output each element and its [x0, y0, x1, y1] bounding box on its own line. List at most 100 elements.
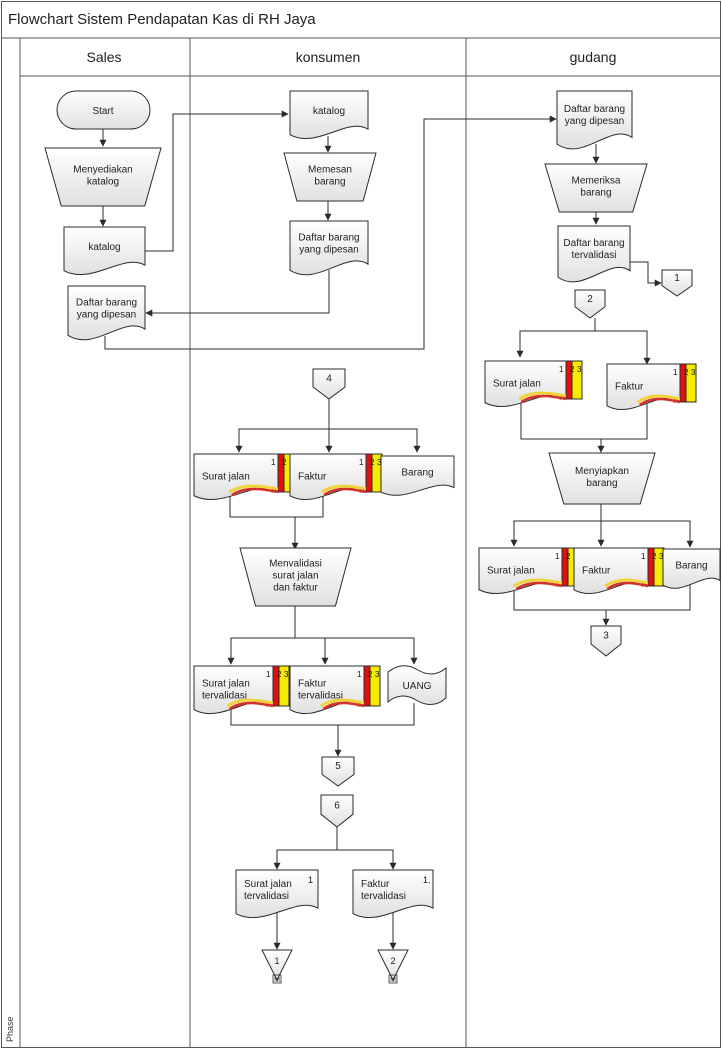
sales-katalog-doc-label: katalog [88, 242, 120, 253]
start-label: Start [92, 106, 113, 117]
menyediakan-katalog-op-label-line-1: Menyediakan [73, 165, 132, 176]
gudang-faktur2-doc-label: Faktur [582, 566, 611, 577]
phase-label: Phase [5, 1016, 15, 1042]
edge-split-barang [601, 520, 694, 548]
gudang-surat-jalan2-doc-copy-num-2: 2 [566, 552, 571, 561]
konsumen-daftar-doc-label-line-2: yang dipesan [299, 244, 359, 255]
konsumen-sj-val-doc-copy-num-3: 3 [284, 670, 289, 679]
edge-conn2-faktur [595, 330, 651, 365]
konsumen-faktur-doc-label: Faktur [298, 472, 327, 483]
file-archive-2-label: 2 [390, 956, 395, 966]
konsumen-faktur-val-doc-copy-num-2: 2 [368, 670, 373, 679]
gudang-faktur2-doc-copy-num-2: 2 [652, 552, 657, 561]
gudang-faktur2-doc-copy-num-3: 3 [659, 552, 664, 561]
edge-split-uang [325, 637, 418, 665]
menyiapkan-barang-op-label-line-2: barang [586, 478, 617, 489]
edge-gudang-docs-join [520, 401, 648, 440]
uang-label: UANG [403, 681, 432, 692]
menyiapkan-barang-op-label-line-1: Menyiapkan [575, 466, 629, 477]
edge-conn6-faktur [337, 849, 397, 870]
memesan-barang-op-label-line-2: barang [314, 177, 345, 188]
start-terminator: Start [56, 90, 151, 130]
menvalidasi-op-label-line-1: Menvalidasi [269, 559, 322, 570]
sales-daftar-doc-label-line-2: yang dipesan [77, 309, 137, 320]
konsumen-faktur-val-doc-label-line-1: Faktur [298, 679, 327, 690]
konsumen-sj-val2-doc-label-line-2: tervalidasi [244, 891, 289, 902]
konsumen-faktur-val-doc-copy-num-1: 1 [357, 670, 362, 679]
konsumen-faktur-val-doc-copy-num-3: 3 [375, 670, 380, 679]
gudang-surat-jalan-doc-copy-num-1: 1 [559, 365, 564, 374]
edge-conn4-barang [329, 428, 421, 453]
lane-konsumen-header: konsumen [296, 49, 361, 65]
lane-gudang-header: gudang [570, 49, 617, 65]
gudang-faktur2-doc-copy-num-1: 1 [641, 552, 646, 561]
lane-sales-header: Sales [86, 49, 121, 65]
edge-menyiapkan-split [510, 504, 602, 547]
menvalidasi-op-label-line-3: dan faktur [273, 583, 318, 594]
konsumen-barang-doc: Barang [380, 455, 455, 496]
file-archive-2: 2M [377, 949, 409, 984]
connector-4: 4 [312, 368, 346, 400]
edge-gudang-bottom-join [513, 582, 691, 611]
connector-3: 3 [590, 625, 622, 657]
gudang-surat-jalan2-doc-copy-num-1: 1 [555, 552, 560, 561]
konsumen-faktur-val-doc-label-line-2: tervalidasi [298, 691, 343, 702]
memeriksa-barang-op-label-line-2: barang [580, 188, 611, 199]
menvalidasi-op-label-line-2: surat jalan [272, 571, 318, 582]
edge-katalog-to-konsumen [145, 110, 289, 252]
menyediakan-katalog-op-label-line-2: katalog [87, 177, 119, 188]
file-archive-1: 1M [261, 949, 293, 984]
konsumen-surat-jalan-doc-copy-num-2: 2 [282, 458, 287, 467]
file-archive-1-mark: M [274, 977, 280, 984]
konsumen-surat-jalan-doc-copy-num-1: 1 [271, 458, 276, 467]
memesan-barang-op-label-line-1: Memesan [308, 165, 352, 176]
gudang-surat-jalan2-doc-label: Surat jalan [487, 566, 535, 577]
konsumen-faktur-doc-copy-num-3: 3 [377, 458, 382, 467]
konsumen-faktur-val2-doc-label-line-1: Faktur [361, 879, 390, 890]
konsumen-faktur-val2-doc-label-line-2: tervalidasi [361, 891, 406, 902]
memeriksa-barang-op-label-line-1: Memeriksa [572, 176, 621, 187]
konsumen-daftar-doc-label-line-1: Daftar barang [298, 232, 359, 243]
gudang-surat-jalan-doc-label: Surat jalan [493, 379, 541, 390]
uang-doc: UANG [387, 665, 447, 706]
edge-split-faktur-val [295, 637, 329, 665]
connector-5-label: 5 [335, 761, 341, 772]
konsumen-katalog-doc-label: katalog [313, 106, 345, 117]
sales-daftar-doc-label-line-1: Daftar barang [76, 297, 137, 308]
konsumen-faktur-val2-doc-copy-num: 1. [423, 875, 431, 885]
edge-conn4-split [235, 394, 330, 453]
edge-conn2-split [516, 318, 596, 358]
gudang-barang-doc-label: Barang [675, 560, 707, 571]
konsumen-sj-val2-doc-label-line-1: Surat jalan [244, 879, 292, 890]
connector-2: 2 [574, 289, 606, 319]
gudang-daftar-val-doc-label-line-2: tervalidasi [571, 250, 616, 261]
konsumen-sj-val-doc-copy-num-1: 1 [266, 670, 271, 679]
konsumen-faktur-doc-copy-num-1: 1 [359, 458, 364, 467]
edge-sales-daftar-to-gudang [104, 115, 557, 350]
connector-4-label: 4 [326, 374, 332, 385]
sales-katalog-doc: katalog [63, 226, 146, 276]
gudang-daftar-doc-label-line-2: yang dipesan [565, 116, 625, 127]
konsumen-faktur-doc-copy-num-2: 2 [370, 458, 375, 467]
edge-daftar-val-conn1 [630, 261, 662, 287]
connector-6: 6 [320, 794, 354, 828]
gudang-faktur-doc-copy-num-1: 1 [673, 368, 678, 377]
